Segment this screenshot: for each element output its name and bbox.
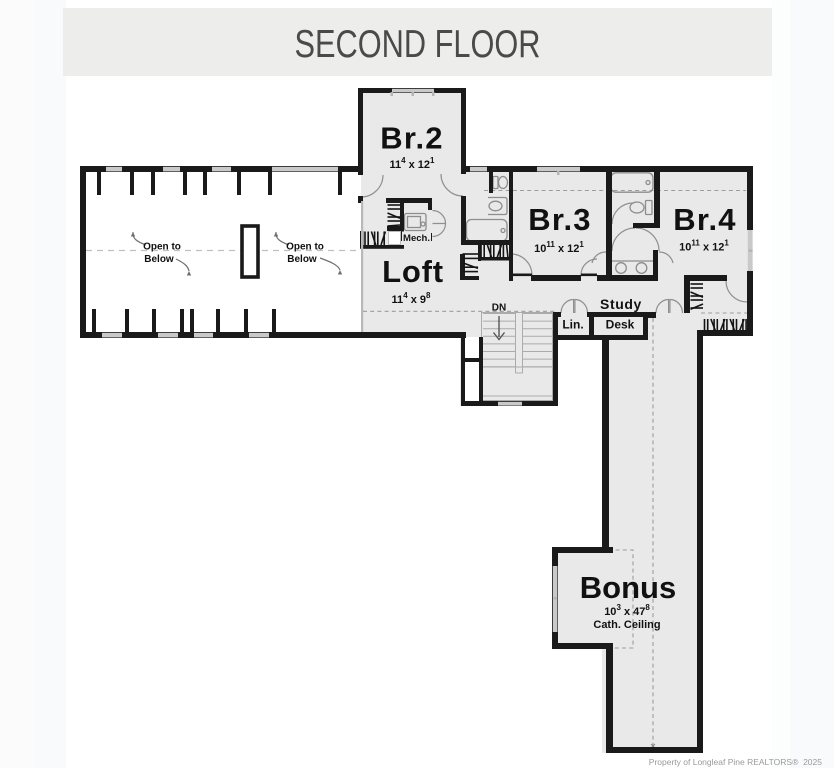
svg-text:114 x 98: 114 x 98	[392, 291, 431, 306]
svg-text:Br.2: Br.2	[380, 121, 443, 156]
svg-text:Br.3: Br.3	[528, 202, 591, 237]
svg-text:Br.4: Br.4	[673, 202, 736, 237]
svg-text:Open to: Open to	[143, 242, 181, 253]
svg-text:DN: DN	[492, 303, 506, 314]
svg-text:1011 x 121: 1011 x 121	[534, 240, 584, 255]
svg-text:Open to: Open to	[286, 242, 324, 253]
svg-text:SECOND FLOOR: SECOND FLOOR	[295, 23, 541, 66]
svg-text:Mech.: Mech.	[403, 233, 430, 244]
svg-text:114 x 121: 114 x 121	[389, 156, 435, 171]
svg-text:Below: Below	[144, 254, 174, 265]
svg-text:Lin.: Lin.	[562, 318, 583, 332]
svg-text:Bonus: Bonus	[580, 570, 676, 605]
svg-text:Property of Longleaf Pine REAL: Property of Longleaf Pine REALTORS® 2025	[649, 757, 822, 767]
svg-text:Study: Study	[600, 296, 642, 312]
svg-text:103 x 478: 103 x 478	[604, 603, 650, 618]
svg-text:Below: Below	[287, 254, 317, 265]
svg-text:Loft: Loft	[382, 254, 444, 289]
svg-text:1011 x 121: 1011 x 121	[679, 239, 729, 254]
svg-text:Desk: Desk	[606, 318, 635, 332]
svg-text:Cath. Ceiling: Cath. Ceiling	[593, 619, 660, 631]
